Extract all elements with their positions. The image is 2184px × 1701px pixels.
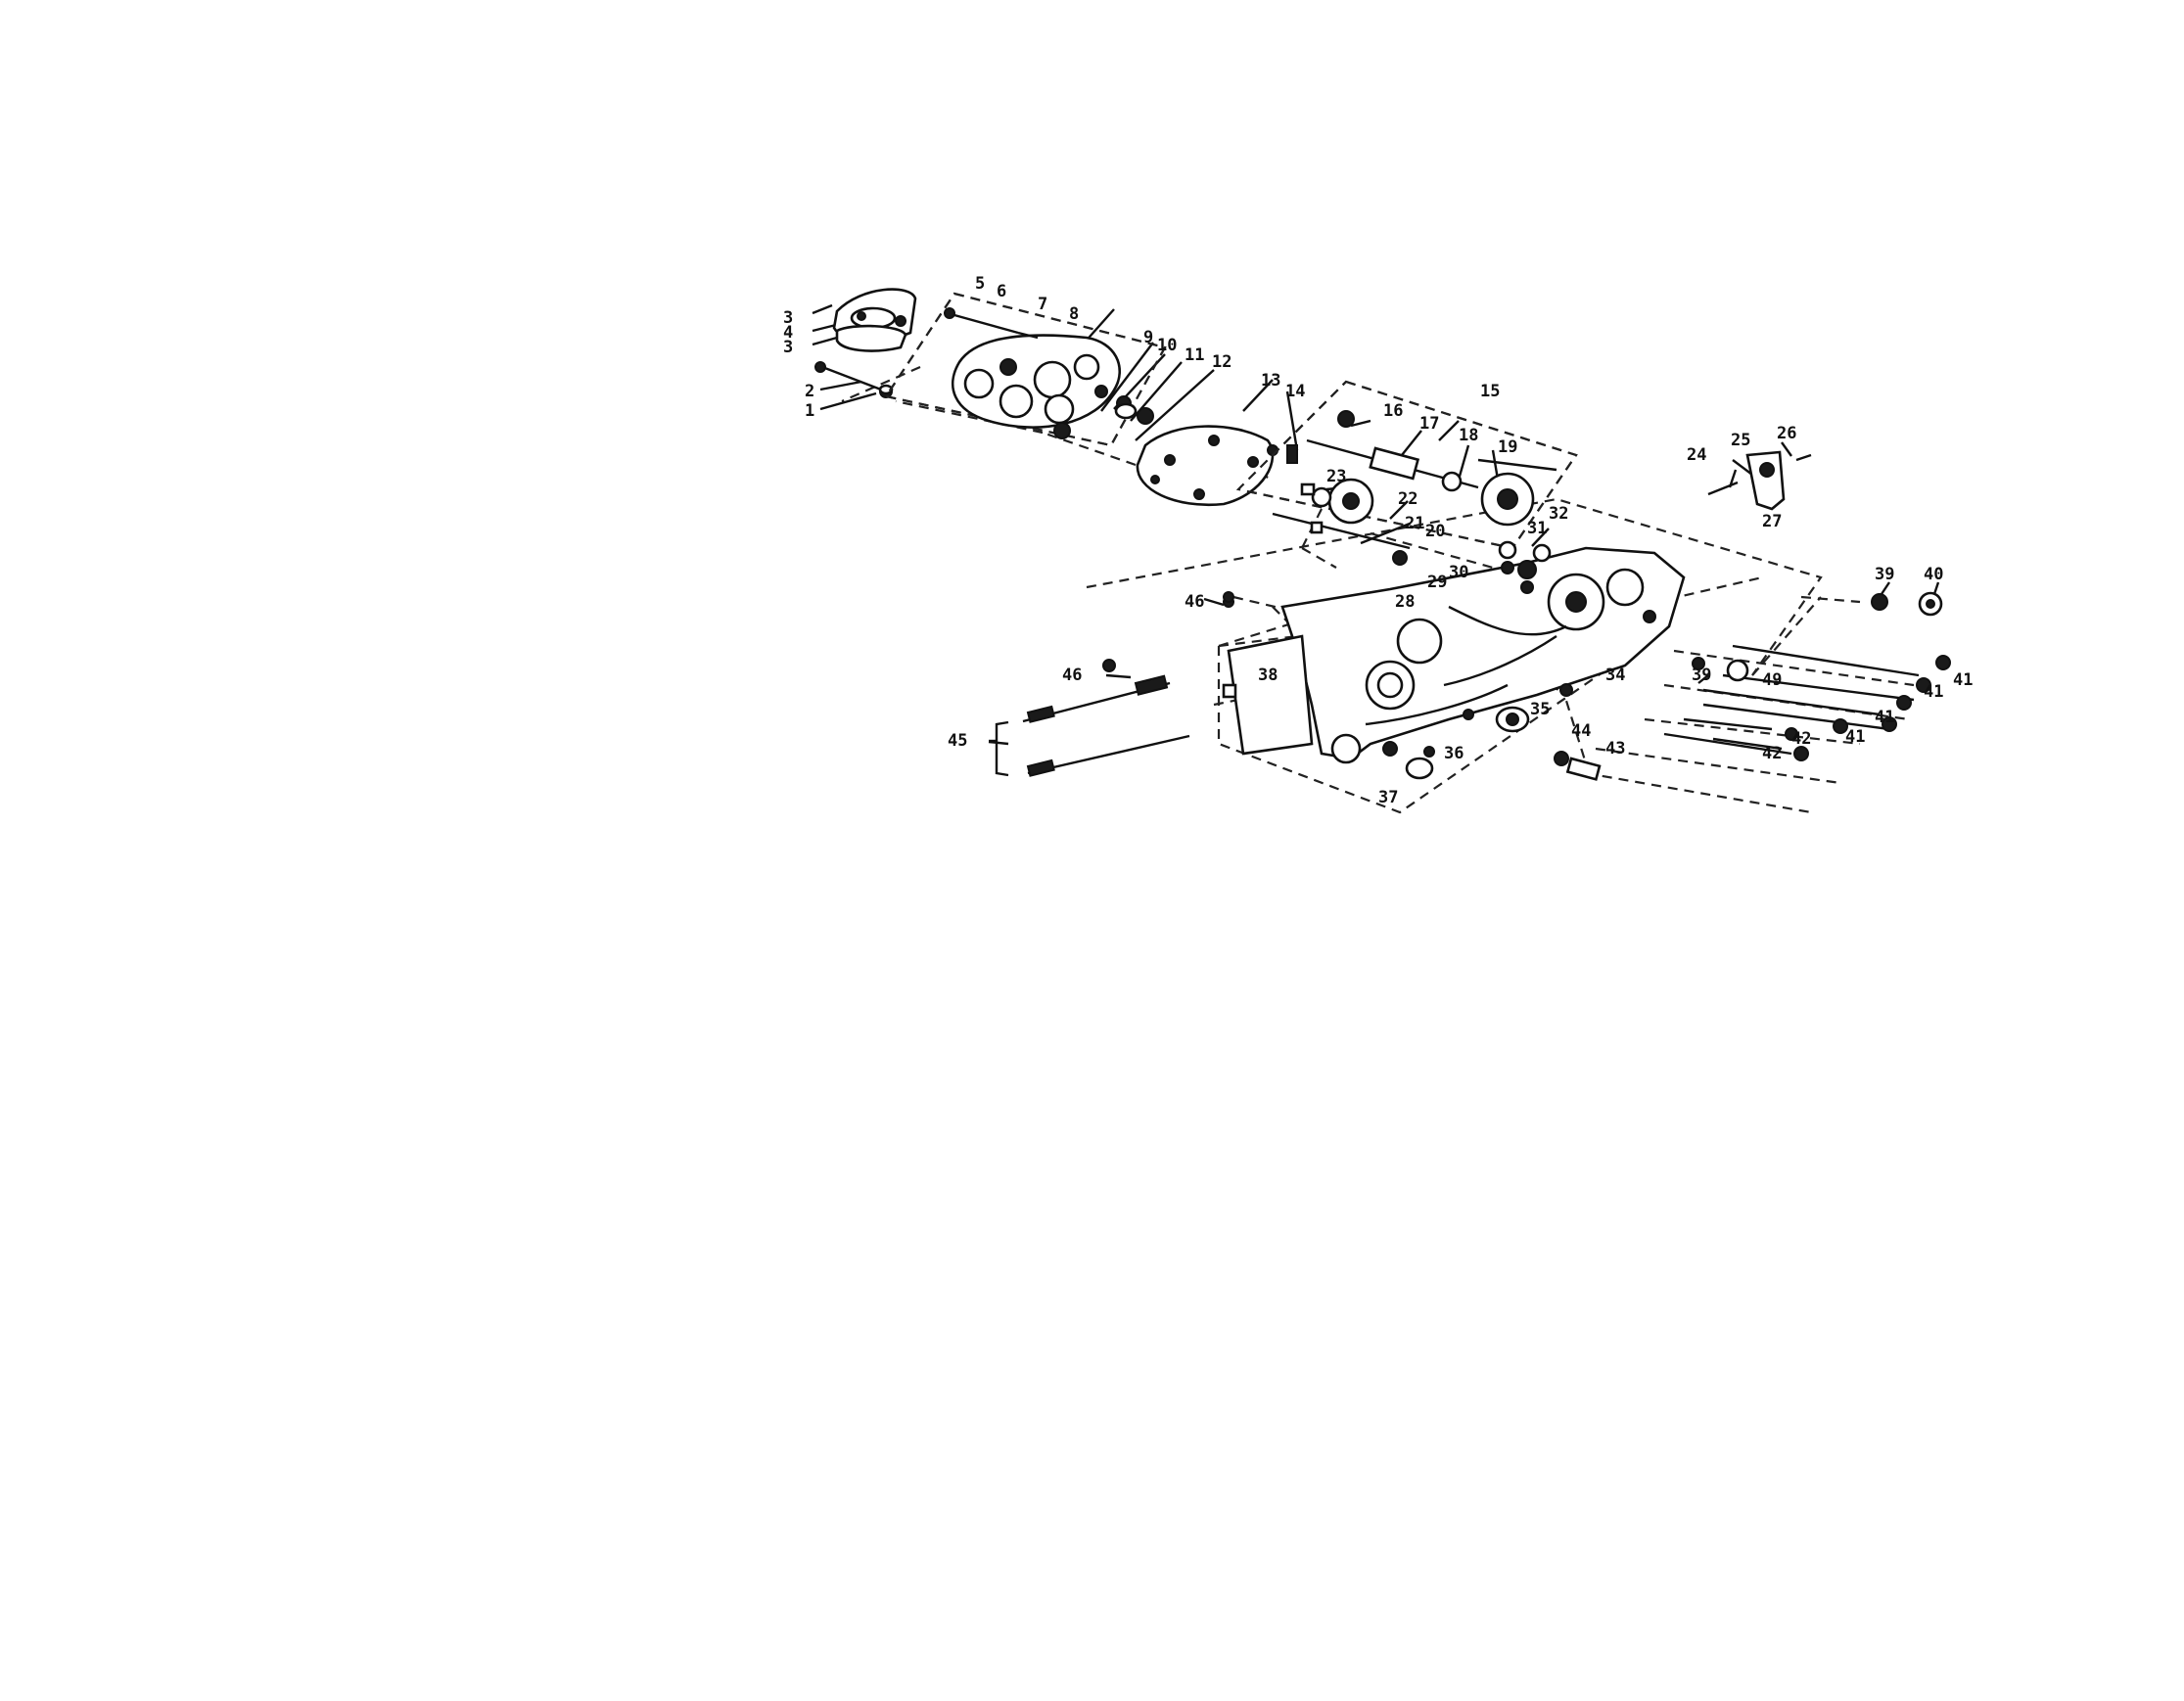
callout-49: 49 bbox=[1762, 670, 1782, 690]
callout-45: 45 bbox=[948, 731, 967, 751]
callout-38: 38 bbox=[1258, 666, 1278, 685]
callout-43: 43 bbox=[1605, 739, 1625, 759]
callout-32: 32 bbox=[1549, 504, 1568, 524]
callout-41b: 41 bbox=[1924, 682, 1943, 702]
callout-41d: 41 bbox=[1845, 727, 1865, 747]
callout-39: 39 bbox=[1875, 565, 1894, 584]
callout-15: 15 bbox=[1480, 382, 1500, 401]
callout-30: 30 bbox=[1449, 563, 1468, 582]
callout-20: 20 bbox=[1425, 522, 1445, 541]
callout-31: 31 bbox=[1527, 519, 1547, 538]
callout-6: 6 bbox=[997, 282, 1006, 301]
callout-26: 26 bbox=[1777, 424, 1796, 443]
callout-11: 11 bbox=[1185, 345, 1204, 365]
end-block bbox=[1102, 596, 1602, 781]
callout-24: 24 bbox=[1687, 445, 1706, 465]
callout-4: 4 bbox=[783, 323, 793, 343]
callout-41a: 41 bbox=[1953, 670, 1973, 690]
gasket-group bbox=[1136, 425, 1298, 507]
callout-9: 9 bbox=[1143, 328, 1153, 347]
callout-16: 16 bbox=[1383, 401, 1403, 421]
callout-8: 8 bbox=[1069, 304, 1079, 324]
callout-34: 34 bbox=[1605, 666, 1625, 685]
callout-14: 14 bbox=[1285, 382, 1305, 401]
callout-28: 28 bbox=[1395, 592, 1415, 612]
callout-37: 37 bbox=[1378, 788, 1398, 807]
cover-plate-group bbox=[884, 292, 1167, 447]
lever-group bbox=[1707, 450, 1812, 511]
callout-42b: 42 bbox=[1762, 744, 1782, 763]
callout-40: 40 bbox=[1924, 565, 1943, 584]
callout-18: 18 bbox=[1459, 426, 1478, 445]
callout-3a: 3 bbox=[783, 308, 793, 328]
small-cover-group bbox=[814, 288, 917, 398]
callout-39b: 39 bbox=[1692, 666, 1711, 685]
callout-12: 12 bbox=[1212, 352, 1231, 372]
callout-5: 5 bbox=[975, 274, 985, 294]
callout-3b: 3 bbox=[783, 338, 793, 357]
gear-shaft-group bbox=[1235, 380, 1578, 566]
callout-17: 17 bbox=[1419, 414, 1439, 434]
side-bolts bbox=[1663, 644, 1951, 761]
callout-44: 44 bbox=[1571, 721, 1591, 741]
callout-42a: 42 bbox=[1791, 729, 1811, 749]
small-fasteners bbox=[1223, 591, 1943, 682]
callout-2: 2 bbox=[805, 382, 814, 401]
callout-7: 7 bbox=[1038, 295, 1047, 314]
callout-22: 22 bbox=[1398, 489, 1417, 509]
callout-46b: 46 bbox=[1062, 666, 1082, 685]
callout-21: 21 bbox=[1405, 514, 1424, 533]
callout-13: 13 bbox=[1261, 371, 1280, 391]
callout-29: 29 bbox=[1427, 573, 1447, 592]
crankcase-housing bbox=[1280, 540, 1686, 760]
long-bolts bbox=[989, 674, 1190, 777]
callout-labels: 3 4 3 2 1 5 6 7 8 9 10 11 12 13 14 15 16… bbox=[783, 274, 1973, 807]
callout-46a: 46 bbox=[1185, 592, 1204, 612]
callout-25: 25 bbox=[1731, 431, 1750, 450]
callout-19: 19 bbox=[1498, 437, 1517, 457]
callout-36: 36 bbox=[1444, 744, 1464, 763]
callout-10: 10 bbox=[1157, 336, 1177, 355]
callout-41c: 41 bbox=[1875, 708, 1894, 727]
callout-1: 1 bbox=[805, 401, 814, 421]
callout-35: 35 bbox=[1530, 700, 1550, 719]
callout-23: 23 bbox=[1326, 467, 1346, 486]
callout-27: 27 bbox=[1762, 512, 1782, 531]
